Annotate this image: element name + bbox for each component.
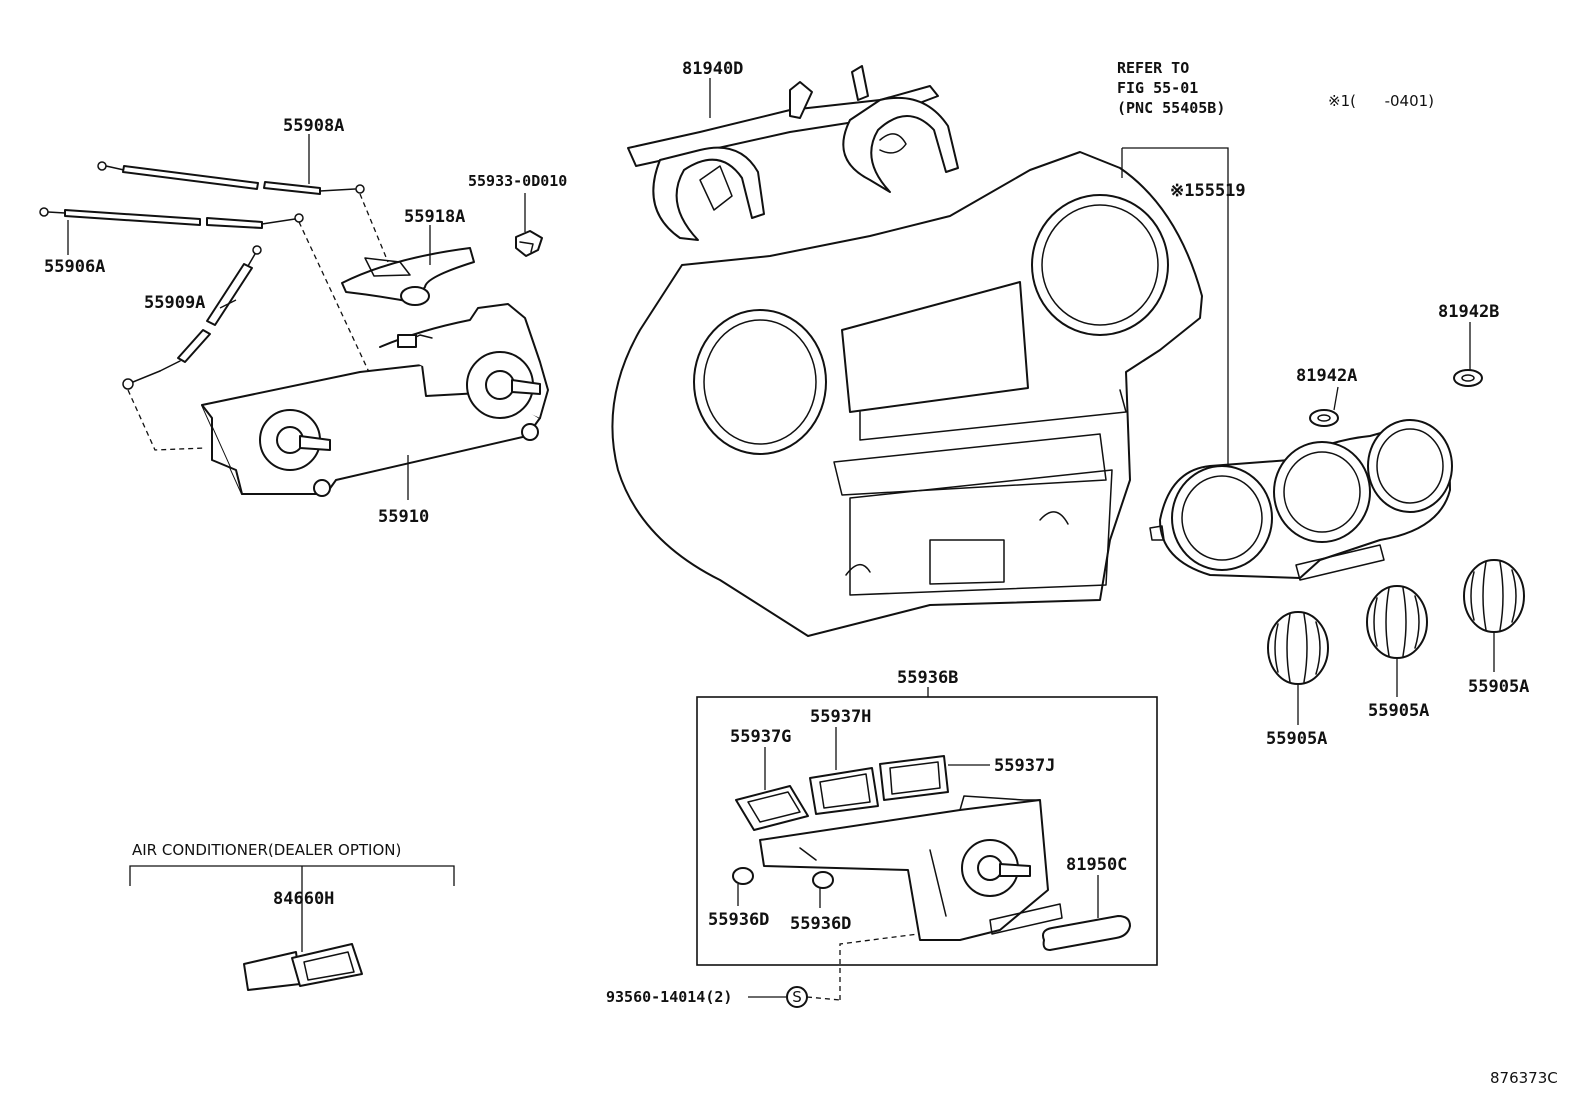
refer-line-3: (PNC 55405B) [1117,99,1225,117]
button-55937J[interactable] [879,755,949,801]
refer-line-1: REFER TO [1117,59,1189,77]
label-55936D-1: 55936D [708,910,769,930]
screw-symbol: S [792,988,802,1006]
label-55910: 55910 [378,507,429,527]
label-55937G: 55937G [730,727,791,747]
label-55905A-2: 55905A [1368,701,1429,721]
subassembly-box-55936B [696,696,1158,966]
center-cluster-panel[interactable] [611,151,1203,637]
knob-55905A-2[interactable] [1366,585,1428,659]
label-55909A: 55909A [144,293,205,313]
cable-55908A[interactable] [97,161,365,195]
label-55936B: 55936B [897,668,958,688]
label-55905A-1: 55905A [1266,729,1327,749]
label-55905A-3: 55905A [1468,677,1529,697]
cable-55906A[interactable] [39,207,304,229]
label-81950C: 81950C [1066,855,1127,875]
knob-55905A-1[interactable] [1267,611,1329,685]
switch-assembly-55936B[interactable] [759,795,1063,941]
cable-55909A[interactable] [122,245,262,390]
button-55937H[interactable] [809,767,879,815]
label-55908A: 55908A [283,116,344,136]
label-84660H: 84660H [273,889,334,909]
knob-81950C[interactable] [1042,915,1131,951]
label-55936D-2: 55936D [790,914,851,934]
label-55937H: 55937H [810,707,871,727]
label-55937J: 55937J [994,756,1055,776]
knob-55905A-3[interactable] [1463,559,1525,633]
control-panel-55519[interactable] [1149,419,1453,581]
bracket-81940D[interactable] [627,65,959,241]
label-81942B: 81942B [1438,302,1499,322]
screw-93560[interactable]: S [786,986,808,1008]
label-55933: 55933-0D010 [468,172,567,190]
label-ac-option: AIR CONDITIONER(DEALER OPTION) [132,841,401,859]
lever-55918A[interactable] [341,247,475,306]
label-81942A: 81942A [1296,366,1357,386]
refer-line-2: FIG 55-01 [1117,79,1198,97]
bulb-55936D-2[interactable] [812,871,834,889]
switch-84660H[interactable] [243,943,363,991]
bulb-55936D-1[interactable] [732,867,754,885]
grommet-81942B[interactable] [1453,369,1483,387]
figure-id: 876373C [1490,1069,1558,1087]
note-date-range: ※1( -0401) [1328,92,1434,110]
grommet-81942A[interactable] [1309,409,1339,427]
clip-55933[interactable] [515,230,543,257]
label-55519: ※155519 [1170,181,1246,201]
button-55937G[interactable] [735,785,809,831]
label-55906A: 55906A [44,257,105,277]
label-81940D: 81940D [682,59,743,79]
label-55918A: 55918A [404,207,465,227]
label-93560: 93560-14014(2) [606,988,732,1006]
control-assembly-55910[interactable] [201,303,549,497]
